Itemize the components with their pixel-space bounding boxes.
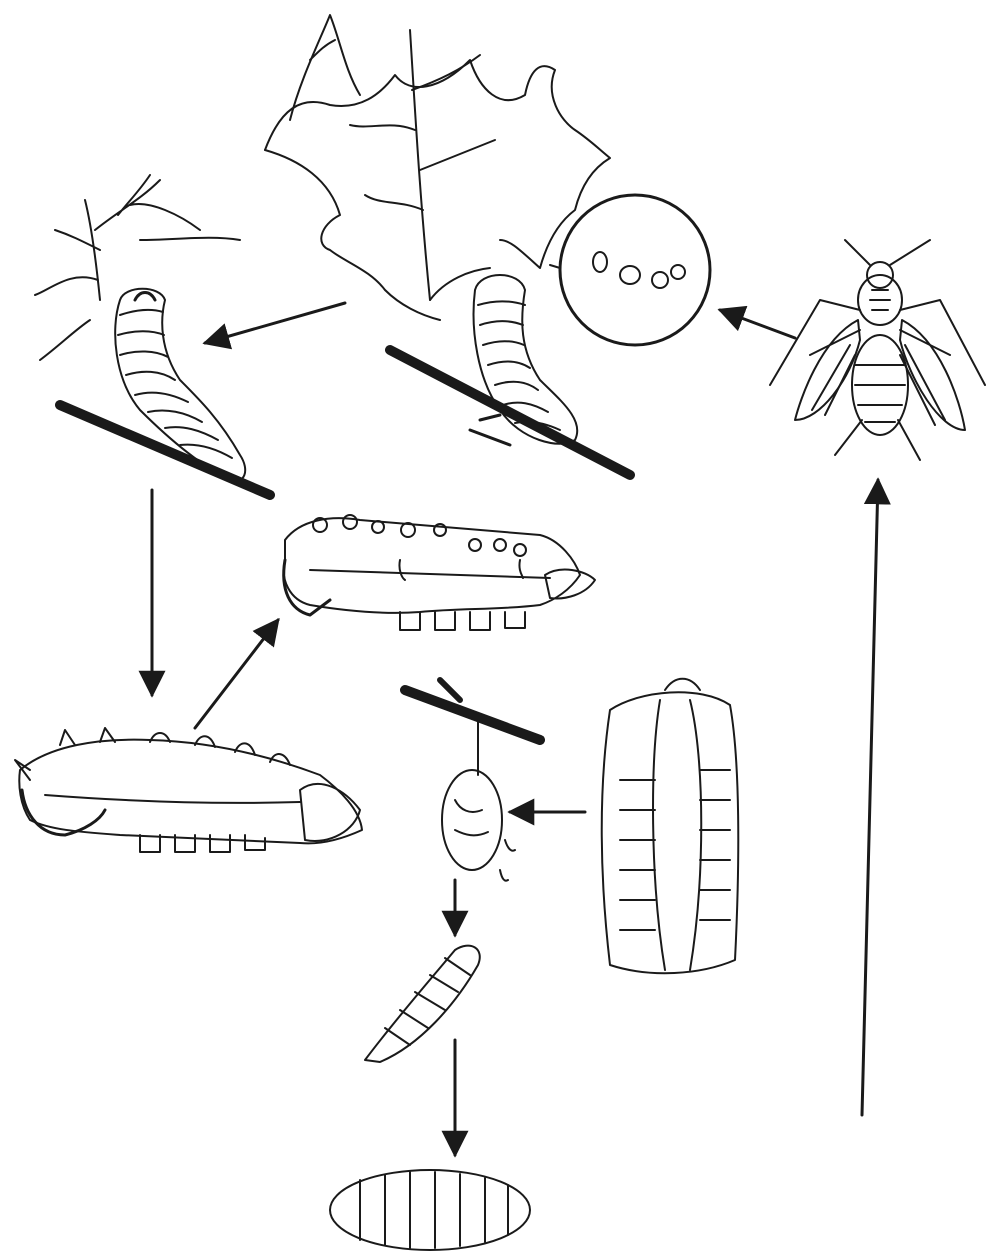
larva-on-caterpillar bbox=[15, 728, 362, 852]
puparium bbox=[330, 1170, 530, 1250]
arrow-larva-to-eggs-stage bbox=[195, 620, 278, 728]
host-plant-with-caterpillar bbox=[265, 15, 630, 475]
eggs-magnified bbox=[550, 195, 710, 345]
caterpillar-with-eggs bbox=[284, 515, 595, 630]
cocoon bbox=[405, 680, 540, 881]
arrow-fly-to-eggs bbox=[720, 310, 795, 338]
adult-fly bbox=[770, 240, 985, 460]
arrow-plant-to-caterpillar bbox=[205, 303, 345, 343]
arrow-up-to-fly bbox=[862, 480, 878, 1115]
split-pupal-case bbox=[602, 679, 739, 973]
maggot bbox=[365, 946, 480, 1062]
